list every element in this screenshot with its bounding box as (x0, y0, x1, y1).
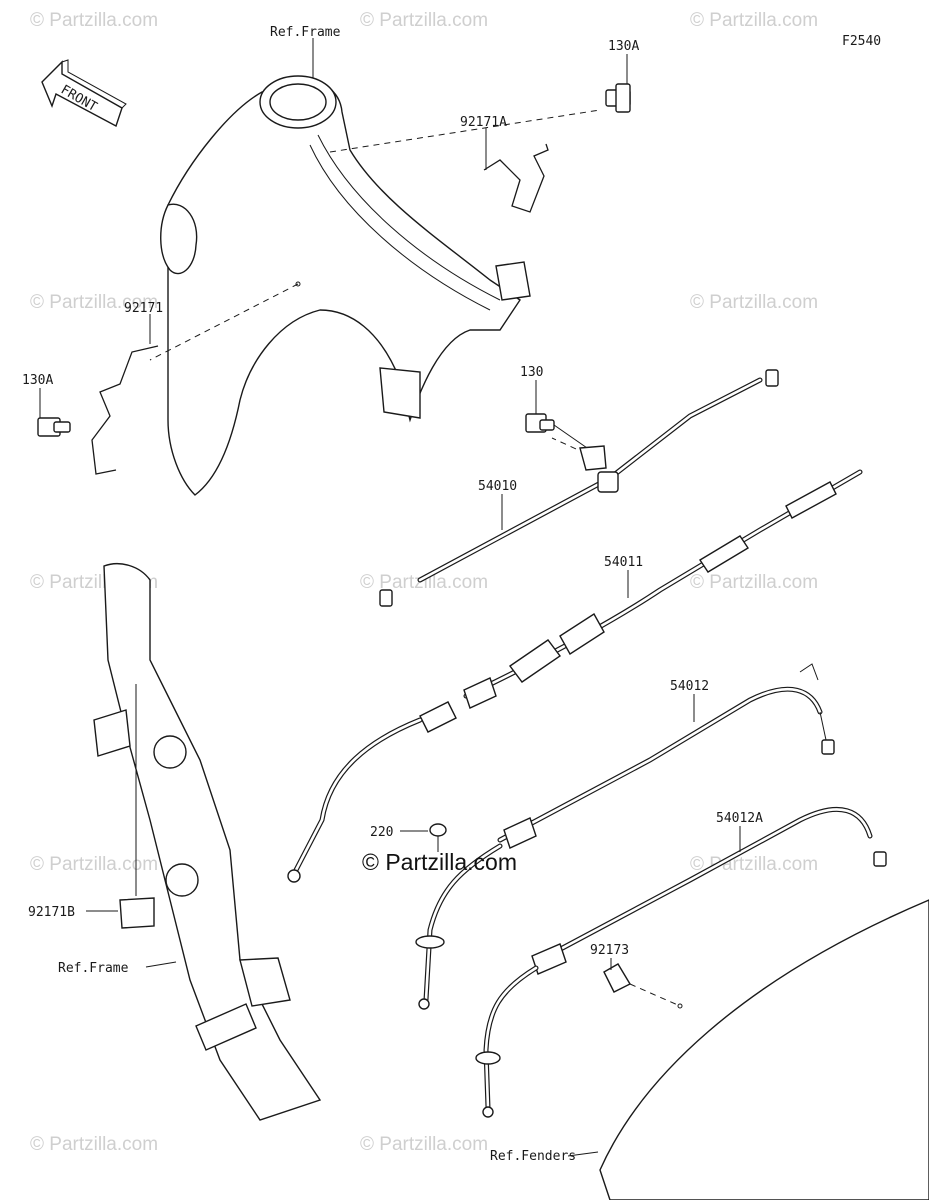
watermark: © Partzilla.com (360, 572, 488, 593)
front-arrow-icon: FRONT (41, 59, 127, 128)
cable-54011 (287, 469, 863, 883)
screw-220 (429, 823, 447, 852)
label-ref-frame-top: Ref.Frame (270, 25, 341, 40)
label-130a-left: 130A (22, 373, 53, 388)
brand-logo: © Partzilla.com (362, 849, 517, 875)
watermark: © Partzilla.com (360, 10, 488, 31)
watermark: © Partzilla.com (30, 292, 158, 313)
label-92173: 92173 (590, 943, 629, 958)
label-ref-frame-bottom: Ref.Frame (58, 961, 129, 976)
label-54010: 54010 (478, 479, 517, 494)
label-220: 220 (370, 825, 393, 840)
bolt-130a-left (37, 417, 71, 437)
cable-54012 (415, 663, 835, 1010)
label-130a-top: 130A (608, 39, 639, 54)
lower-frame (93, 562, 322, 1121)
rear-fender (599, 899, 929, 1200)
watermark: © Partzilla.com (30, 10, 158, 31)
watermark: © Partzilla.com (30, 1134, 158, 1155)
watermark: © Partzilla.com (690, 572, 818, 593)
upper-frame (149, 75, 601, 496)
cable-54010 (379, 369, 779, 607)
bolt-130 (525, 413, 591, 451)
watermark: © Partzilla.com (690, 854, 818, 875)
clip-92171a (483, 143, 549, 213)
watermark: © Partzilla.com (360, 1134, 488, 1155)
cable-54012a (475, 807, 887, 1118)
label-ref-fenders: Ref.Fenders (490, 1149, 576, 1164)
label-130: 130 (520, 365, 543, 380)
label-92171b: 92171B (28, 905, 75, 920)
label-92171: 92171 (124, 301, 163, 316)
watermark: © Partzilla.com (690, 10, 818, 31)
label-54012: 54012 (670, 679, 709, 694)
clip-92171 (91, 345, 159, 475)
watermark: © Partzilla.com (690, 292, 818, 313)
label-92171a: 92171A (460, 115, 507, 130)
label-54011: 54011 (604, 555, 643, 570)
leader-lines (39, 38, 741, 1157)
bolt-130a-top (605, 83, 631, 113)
label-54012a: 54012A (716, 811, 763, 826)
watermark: © Partzilla.com (30, 854, 158, 875)
diagram-code: F2540 (842, 34, 881, 49)
